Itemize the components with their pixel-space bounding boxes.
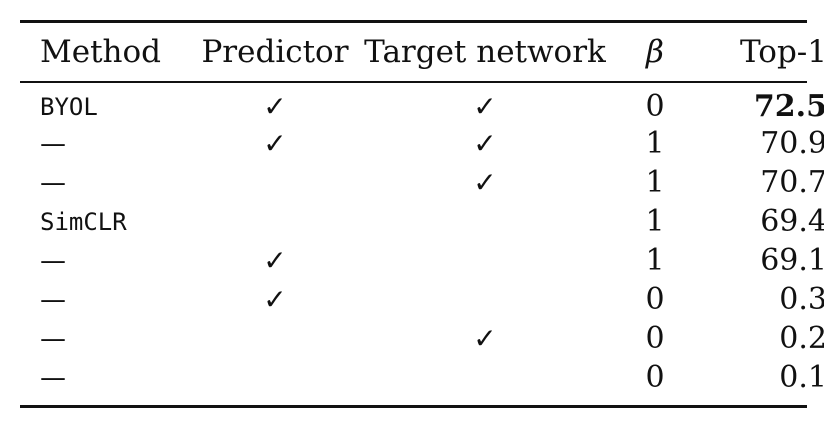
ablation-table: Method Predictor Target network β Top-1 — [20, 23, 824, 81]
cell-method: BYOL — [40, 92, 98, 121]
header-beta: β — [646, 34, 664, 70]
cell-beta: 0 — [645, 89, 665, 124]
header-target-network: Target network — [364, 34, 606, 70]
cell-method: — — [40, 284, 66, 315]
cell-beta: 0 — [645, 321, 665, 356]
header-predictor: Predictor — [201, 34, 349, 70]
cell-top1: 69.4 — [760, 204, 824, 239]
cell-target-network — [360, 358, 610, 397]
results-table: Method Predictor Target network β Top-1 … — [20, 20, 824, 408]
cell-beta: 0 — [645, 360, 665, 395]
cell-target-network: ✓ — [473, 127, 497, 160]
cell-target-network — [360, 202, 610, 241]
cell-top1: 0.2 — [779, 321, 824, 356]
cell-predictor — [190, 202, 360, 241]
cell-predictor — [190, 358, 360, 397]
table-row: — ✓ 1 70.7 — [20, 163, 824, 202]
cell-beta: 1 — [645, 126, 665, 161]
cell-top1: 72.5 — [753, 89, 824, 124]
cell-method: SimCLR — [40, 207, 127, 236]
cell-top1: 0.3 — [779, 282, 824, 317]
cell-predictor: ✓ — [263, 283, 287, 316]
mid-rule — [20, 81, 807, 83]
cell-beta: 1 — [645, 243, 665, 278]
top-rule — [20, 20, 807, 23]
table-row: BYOL ✓ ✓ 0 72.5 — [20, 83, 824, 124]
header-row: Method Predictor Target network β Top-1 — [20, 23, 824, 81]
bottom-rule — [20, 405, 807, 408]
cell-predictor: ✓ — [263, 127, 287, 160]
cell-target-network — [360, 280, 610, 319]
cell-beta: 0 — [645, 282, 665, 317]
cell-method: — — [40, 245, 66, 276]
header-method: Method — [40, 34, 162, 70]
cell-method: — — [40, 167, 66, 198]
header-top1: Top-1 — [740, 34, 824, 70]
cell-predictor — [190, 163, 360, 202]
cell-method: — — [40, 323, 66, 354]
table-header: Method Predictor Target network β Top-1 — [20, 23, 824, 81]
cell-top1: 70.7 — [760, 165, 824, 200]
table-row: — ✓ ✓ 1 70.9 — [20, 124, 824, 163]
cell-top1: 69.1 — [760, 243, 824, 278]
cell-predictor — [190, 319, 360, 358]
cell-top1: 70.9 — [760, 126, 824, 161]
cell-target-network — [360, 241, 610, 280]
cell-beta: 1 — [645, 204, 665, 239]
table-row: — ✓ 1 69.1 — [20, 241, 824, 280]
table-row: — 0 0.1 — [20, 358, 824, 397]
cell-target-network: ✓ — [473, 166, 497, 199]
cell-target-network: ✓ — [473, 322, 497, 355]
cell-predictor: ✓ — [263, 244, 287, 277]
cell-method: — — [40, 362, 66, 393]
table-row: — ✓ 0 0.3 — [20, 280, 824, 319]
cell-predictor: ✓ — [263, 90, 287, 123]
cell-target-network: ✓ — [473, 90, 497, 123]
cell-beta: 1 — [645, 165, 665, 200]
table-row: SimCLR 1 69.4 — [20, 202, 824, 241]
table-row: — ✓ 0 0.2 — [20, 319, 824, 358]
cell-method: — — [40, 128, 66, 159]
cell-top1: 0.1 — [779, 360, 824, 395]
